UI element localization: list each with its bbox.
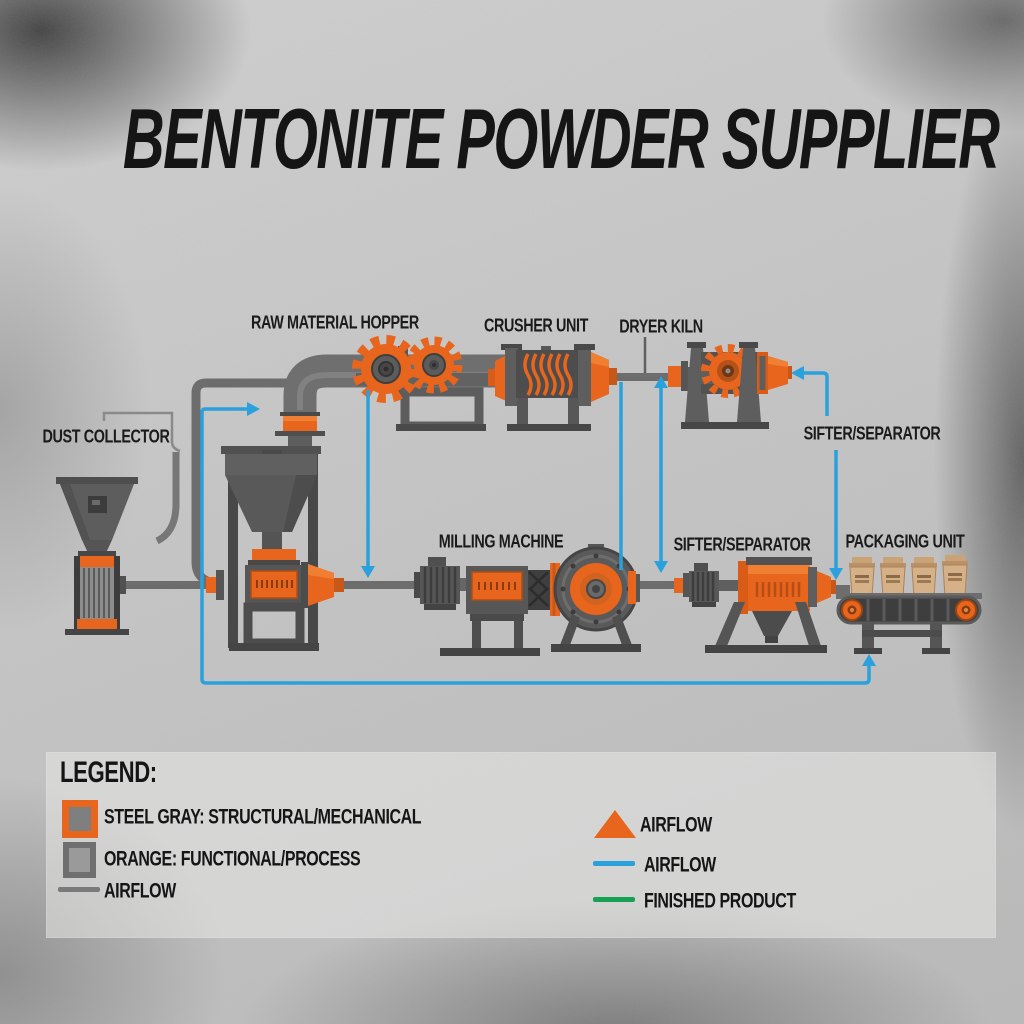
green-line-swatch xyxy=(593,897,635,902)
label-dust-collector: DUST COLLECTOR xyxy=(42,425,170,447)
dryer-kiln-machine xyxy=(668,342,792,429)
label-dryer-kiln: DRYER KILN xyxy=(619,315,703,337)
gear-icon xyxy=(352,335,420,403)
sifter-separator-machine xyxy=(674,557,836,653)
legend-item-label: FINISHED PRODUCT xyxy=(644,889,796,913)
dust-collector-machine xyxy=(56,477,138,635)
product-bags xyxy=(849,555,968,598)
gray-square-swatch xyxy=(63,842,96,878)
airflow-arrowheads xyxy=(247,366,876,666)
label-crusher-unit: CRUSHER UNIT xyxy=(483,314,588,336)
orange-triangle-icon xyxy=(594,810,636,838)
label-sifter-separator-top: SIFTER/SEPARATOR xyxy=(803,422,941,444)
milling-machine xyxy=(414,557,560,656)
legend-item-label: STEEL GRAY: STRUCTURAL/MECHANICAL xyxy=(104,805,422,829)
legend-title: LEGEND: xyxy=(60,755,157,789)
legend-item-label: AIRFLOW xyxy=(640,813,712,837)
page-title: BENTONITE POWDER SUPPLIER xyxy=(122,91,1000,188)
label-raw-material-hopper: RAW MATERIAL HOPPER xyxy=(251,311,419,333)
gray-line-swatch xyxy=(58,887,100,892)
label-milling-machine: MILLING MACHINE xyxy=(438,530,564,552)
label-packaging-unit: PACKAGING UNIT xyxy=(845,530,965,552)
legend-item-label: ORANGE: FUNCTIONAL/PROCESS xyxy=(104,847,361,871)
packaging-unit-machine xyxy=(836,555,982,654)
label-sifter-separator-mid: SIFTER/SEPARATOR xyxy=(673,533,811,555)
blower-fan-machine xyxy=(551,544,641,652)
crusher-unit-machine xyxy=(488,344,617,431)
blue-line-swatch xyxy=(593,861,635,866)
legend-item-label: AIRFLOW xyxy=(644,853,716,877)
legend-panel: LEGEND: STEEL GRAY: STRUCTURAL/MECHANICA… xyxy=(46,752,996,938)
orange-bordered-square-swatch xyxy=(62,800,98,838)
gear-icon xyxy=(405,336,463,394)
airflow-lines xyxy=(200,371,871,685)
legend-item-label: AIRFLOW xyxy=(104,879,176,903)
